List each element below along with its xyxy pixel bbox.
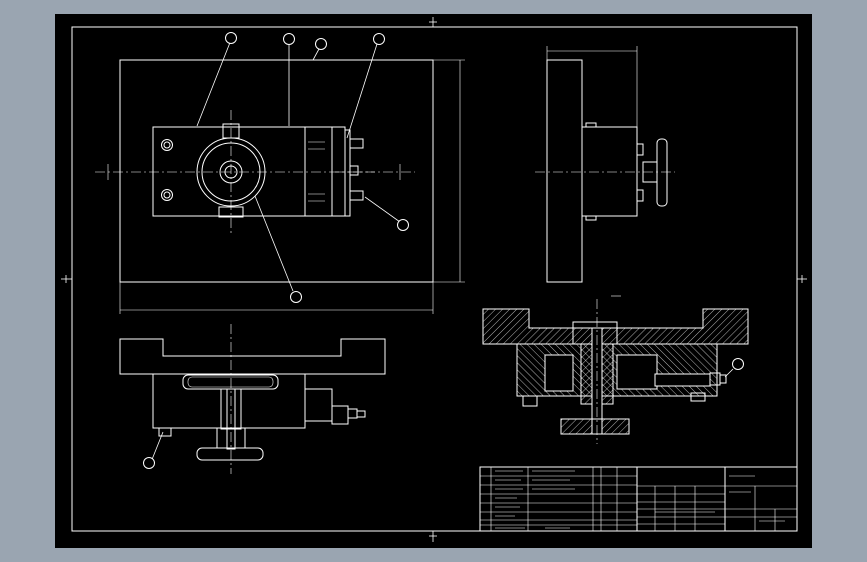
bolt-mid — [349, 165, 359, 176]
front-body — [152, 373, 306, 429]
balloon-icon[interactable] — [397, 219, 409, 231]
drawing-frame — [71, 26, 798, 532]
side-view[interactable] — [535, 46, 675, 283]
mounting-hole — [161, 139, 173, 151]
fixture-body-outline — [152, 126, 346, 217]
balloon-icon[interactable] — [732, 358, 744, 370]
handwheel-side — [656, 138, 668, 207]
base-plate-outline — [119, 59, 434, 283]
side-body — [581, 126, 638, 217]
balloon-icon[interactable] — [290, 291, 302, 303]
top-view[interactable] — [95, 32, 465, 315]
bolt-top — [349, 138, 364, 149]
front-handwheel — [196, 447, 264, 461]
balloon-icon[interactable] — [143, 457, 155, 469]
bolt-bottom — [349, 190, 364, 201]
frame-center-marks — [61, 17, 807, 542]
balloon-icon[interactable] — [283, 33, 295, 45]
section-view[interactable] — [482, 295, 749, 444]
title-block-frame — [479, 466, 798, 532]
title-block-text-marks — [495, 470, 785, 529]
front-view[interactable] — [119, 324, 386, 474]
mounting-hole — [161, 189, 173, 201]
section-base-plate — [482, 308, 749, 345]
balloon-icon[interactable] — [373, 33, 385, 45]
drawing-sheet[interactable] — [55, 14, 812, 548]
balloon-icon[interactable] — [225, 32, 237, 44]
title-block[interactable] — [479, 466, 798, 532]
front-base-plate — [119, 338, 386, 375]
balloon-icon[interactable] — [315, 38, 327, 50]
side-plate — [546, 59, 583, 283]
drawing-canvas[interactable] — [55, 14, 812, 548]
